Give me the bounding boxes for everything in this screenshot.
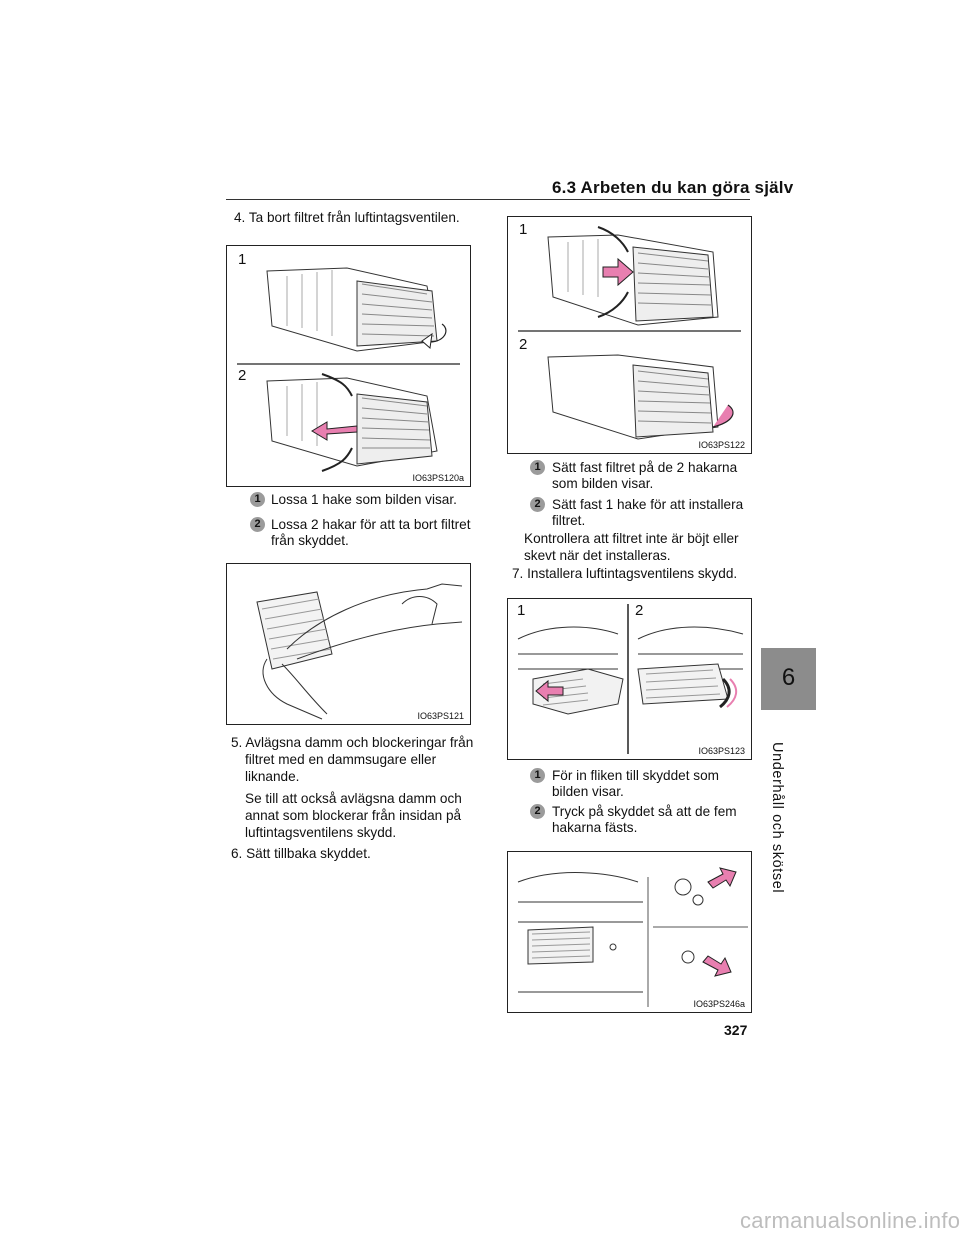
item-text-continued: hakarna fästs. bbox=[552, 820, 638, 835]
item-badge: 2 bbox=[250, 517, 265, 532]
item-text-continued: filtret. bbox=[552, 513, 586, 528]
figure-label-1: 1 bbox=[519, 221, 528, 238]
figure-label-2: 2 bbox=[635, 602, 644, 619]
item-text: För in fliken till skyddet som bbox=[552, 768, 719, 783]
figure-install-cover: 1 2 IO63PS123 bbox=[507, 598, 752, 760]
figure-code: IO63PS246a bbox=[693, 999, 745, 1009]
item-badge: 1 bbox=[530, 768, 545, 783]
watermark: carmanualsonline.info bbox=[740, 1208, 960, 1233]
figure-vacuum-filter: IO63PS121 bbox=[226, 563, 471, 725]
vacuum-cleaning-illustration bbox=[256, 583, 463, 720]
figure-clip-install: IO63PS246a bbox=[507, 851, 752, 1013]
chapter-title: Underhåll och skötsel bbox=[769, 742, 785, 894]
filter-install-illustration bbox=[518, 226, 741, 440]
figure-label-1: 1 bbox=[238, 251, 247, 268]
cover-install-illustration bbox=[517, 604, 744, 754]
item-text-continued: bilden visar. bbox=[552, 784, 624, 799]
header-rule bbox=[226, 199, 750, 200]
item-text: Sätt fast 1 hake för att installera bbox=[552, 497, 744, 512]
item-text: Sätt fast filtret på de 2 hakarna bbox=[552, 460, 738, 475]
item-text-continued: som bilden visar. bbox=[552, 476, 654, 491]
step-5-text-continued: liknande. bbox=[245, 769, 300, 784]
figure-label-2: 2 bbox=[238, 367, 247, 384]
item-badge: 2 bbox=[530, 497, 545, 512]
item-text-continued: från skyddet. bbox=[271, 533, 349, 548]
filter-removal-illustration bbox=[237, 267, 460, 472]
figure-remove-filter: 1 2 IO63PS120a bbox=[226, 245, 471, 487]
step-7-text: 7. Installera luftintagsventilens skydd. bbox=[512, 566, 738, 581]
figure-label-1: 1 bbox=[517, 602, 526, 619]
filter-note: Kontrollera att filtret inte är böjt ell… bbox=[524, 531, 739, 546]
figure-install-filter: 1 2 IO63PS122 bbox=[507, 216, 752, 454]
item-text: Lossa 2 hakar för att ta bort filtret bbox=[271, 517, 471, 532]
step-5-text: 5. Avlägsna damm och blockeringar från bbox=[231, 735, 474, 750]
step-5-note-continued: annat som blockerar från insidan på bbox=[245, 808, 462, 823]
section-title: 6.3 Arbeten du kan göra själv bbox=[552, 178, 794, 197]
item-text: Tryck på skyddet så att de fem bbox=[552, 804, 737, 819]
step-4-text: 4. Ta bort filtret från luftintagsventil… bbox=[234, 210, 460, 225]
figure-code: IO63PS120a bbox=[412, 473, 464, 483]
step-5-note-continued: luftintagsventilens skydd. bbox=[245, 825, 397, 840]
step-5-note: Se till att också avlägsna damm och bbox=[245, 791, 462, 806]
item-badge: 1 bbox=[250, 492, 265, 507]
item-badge: 2 bbox=[530, 804, 545, 819]
step-5-text-continued: filtret med en dammsugare eller bbox=[245, 752, 437, 767]
clip-install-illustration bbox=[517, 867, 748, 1007]
filter-note-continued: skevt när det installeras. bbox=[524, 548, 671, 563]
page-number: 327 bbox=[724, 1022, 748, 1038]
item-badge: 1 bbox=[530, 460, 545, 475]
figure-code: IO63PS121 bbox=[417, 711, 464, 721]
chapter-tab bbox=[761, 648, 816, 710]
figure-code: IO63PS123 bbox=[698, 746, 745, 756]
step-6-text: 6. Sätt tillbaka skyddet. bbox=[231, 846, 371, 861]
item-text: Lossa 1 hake som bilden visar. bbox=[271, 492, 457, 507]
figure-label-2: 2 bbox=[519, 336, 528, 353]
figure-code: IO63PS122 bbox=[698, 440, 745, 450]
chapter-number: 6 bbox=[781, 664, 796, 691]
